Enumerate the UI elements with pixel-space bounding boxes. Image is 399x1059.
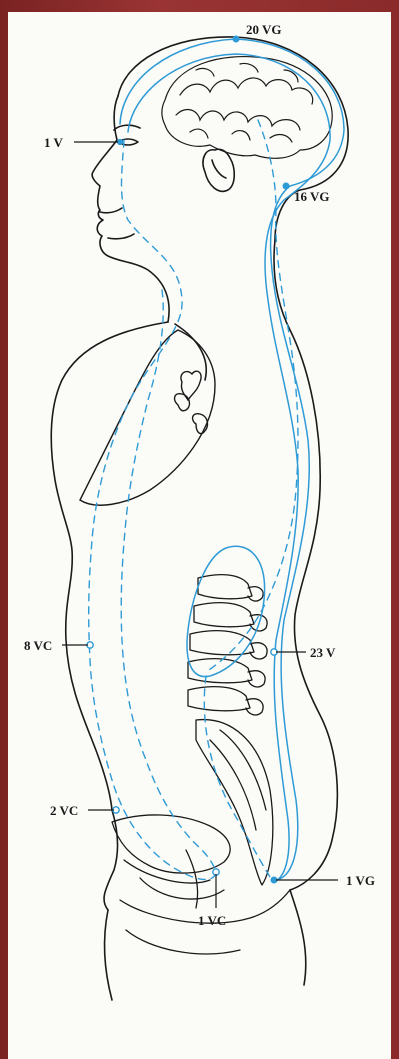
brain bbox=[162, 57, 332, 159]
vertebra-4 bbox=[188, 659, 252, 683]
label-1v: 1 V bbox=[44, 135, 64, 150]
label-2vc: 2 VC bbox=[50, 803, 78, 818]
brain-outline bbox=[162, 57, 332, 159]
thoracic-organs bbox=[80, 330, 215, 505]
label-20vg: 20 VG bbox=[246, 22, 282, 37]
label-16vg: 16 VG bbox=[294, 189, 330, 204]
ear bbox=[203, 149, 234, 191]
spine bbox=[112, 575, 290, 954]
kidney-lower bbox=[193, 414, 208, 434]
label-1vc: 1 VC bbox=[198, 913, 226, 928]
front-torso bbox=[51, 322, 168, 810]
label-23v: 23 V bbox=[310, 645, 336, 660]
conception-vessel bbox=[89, 140, 216, 879]
label-1vg: 1 VG bbox=[346, 873, 375, 888]
lung bbox=[80, 330, 215, 505]
marker-20vg bbox=[233, 36, 239, 42]
meridian-dashed bbox=[89, 120, 298, 880]
marker-1v bbox=[117, 139, 122, 144]
vertebra-5 bbox=[188, 687, 250, 711]
kidney-upper bbox=[175, 394, 190, 411]
face-profile bbox=[92, 96, 169, 322]
meridian-lines bbox=[120, 39, 344, 882]
thigh-outline bbox=[290, 890, 306, 985]
sacrum bbox=[196, 720, 273, 885]
heart bbox=[181, 371, 201, 400]
back-outline bbox=[274, 240, 337, 890]
eyebrow bbox=[114, 125, 140, 130]
vertebra-1 bbox=[198, 575, 252, 599]
marker-16vg bbox=[283, 183, 289, 189]
acupoint-labels: 20 VG 1 V 16 VG 23 V 8 VC 2 VC 1 VG 1 VC bbox=[24, 22, 375, 928]
governing-vessel bbox=[120, 39, 344, 880]
vertebra-2 bbox=[194, 603, 254, 627]
armpit-line bbox=[175, 324, 206, 380]
label-8vc: 8 VC bbox=[24, 638, 52, 653]
bladder-meridian bbox=[128, 54, 330, 882]
